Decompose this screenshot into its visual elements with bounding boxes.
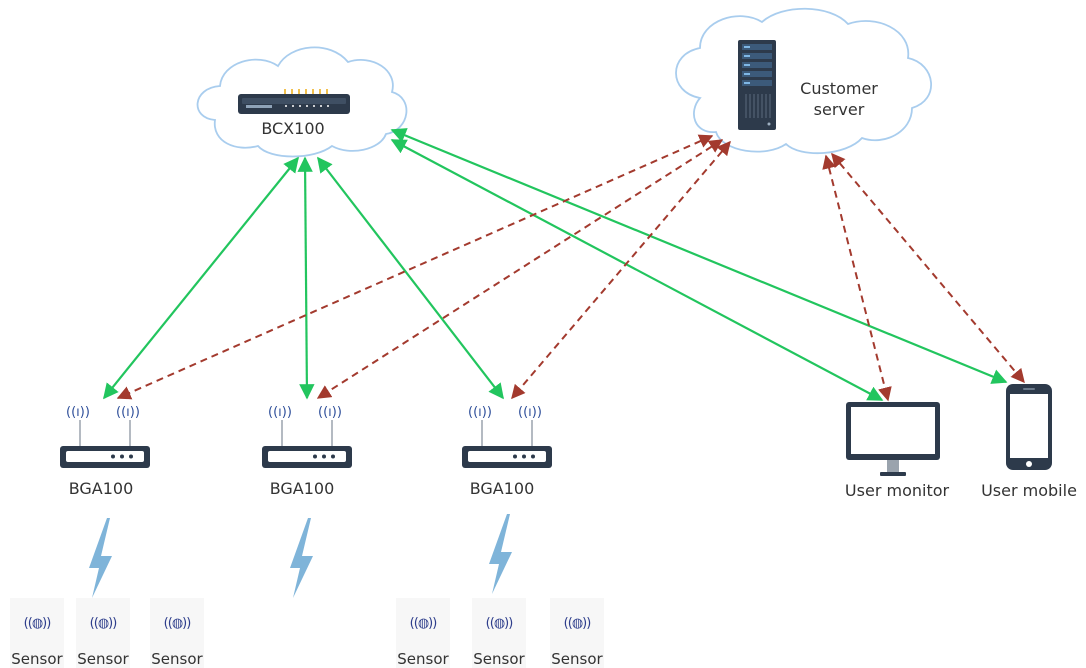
sensor-icon: ((◍)) (89, 616, 118, 631)
svg-text:((ı)): ((ı)) (116, 405, 140, 420)
link-bcx-gw2 (297, 156, 315, 400)
dlink-server-gw1 (116, 134, 714, 400)
sensor-card: ((◍)) Sensor (550, 598, 604, 668)
sensor-label: Sensor (151, 650, 203, 668)
link-bcx-monitor (390, 139, 884, 401)
switch-icon (238, 89, 350, 114)
lightning-bolt-icon (290, 518, 313, 598)
server-tower-icon (738, 40, 776, 130)
sensor-card: ((◍)) Sensor (10, 598, 64, 668)
router-icon: ((ı)) ((ı)) (462, 405, 552, 468)
dlink-server-mobile (831, 152, 1025, 384)
lightning-bolt-icon (489, 514, 512, 594)
bcx-label: BCX100 (261, 119, 325, 138)
customer-server-label: Customer server (800, 79, 878, 119)
svg-text:((ı)): ((ı)) (318, 405, 342, 420)
router-icon: ((ı)) ((ı)) (60, 405, 150, 468)
router-icon: ((ı)) ((ı)) (262, 405, 352, 468)
user-mobile-label: User mobile (981, 481, 1077, 500)
sensor-card: ((◍)) Sensor (396, 598, 450, 668)
svg-text:((ı)): ((ı)) (518, 405, 542, 420)
gateway-label-1: BGA100 (68, 479, 134, 498)
sensor-label: Sensor (11, 650, 63, 668)
sensor-card: ((◍)) Sensor (150, 598, 204, 668)
sensor-card: ((◍)) Sensor (76, 598, 130, 668)
user-monitor-label: User monitor (844, 481, 950, 500)
sensor-icon: ((◍)) (409, 616, 438, 631)
link-bcx-gw3 (317, 156, 504, 400)
solid-links (103, 128, 1008, 401)
svg-text:((ı)): ((ı)) (468, 405, 492, 420)
link-bcx-mobile (390, 128, 1008, 384)
monitor-icon (846, 402, 940, 476)
sensor-card: ((◍)) Sensor (472, 598, 526, 668)
sensor-icon: ((◍)) (563, 616, 592, 631)
dlink-server-gw2 (316, 139, 724, 399)
sensor-label: Sensor (77, 650, 129, 668)
dashed-links (116, 134, 1025, 402)
svg-text:((ı)): ((ı)) (268, 405, 292, 420)
sensor-icon: ((◍)) (485, 616, 514, 631)
lightning-bolt-icon (89, 518, 112, 598)
smartphone-icon (1006, 384, 1052, 470)
dlink-server-gw3 (511, 140, 731, 400)
dlink-server-monitor (822, 154, 892, 402)
gateway-label-3: BGA100 (469, 479, 535, 498)
svg-text:((ı)): ((ı)) (66, 405, 90, 420)
sensor-icon: ((◍)) (163, 616, 192, 631)
sensor-label: Sensor (397, 650, 449, 668)
sensor-icon: ((◍)) (23, 616, 52, 631)
sensor-label: Sensor (473, 650, 525, 668)
gateway-label-2: BGA100 (269, 479, 335, 498)
sensor-label: Sensor (551, 650, 603, 668)
